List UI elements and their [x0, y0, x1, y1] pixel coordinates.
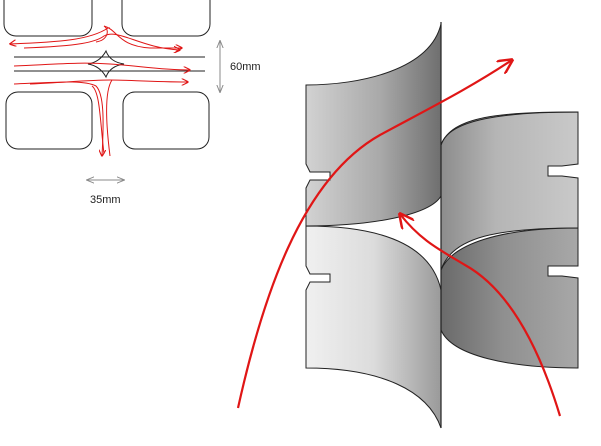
flow-arrow-icon [13, 81, 103, 156]
flow-arrow-icon [13, 62, 190, 70]
blade-left-lower [305, 225, 442, 429]
rotor-plan-icon [87, 49, 125, 79]
flow-arrow-icon [236, 60, 512, 409]
blade-left-upper [305, 23, 442, 227]
flow-arrow-icon [23, 33, 180, 50]
blade-rim [440, 111, 579, 146]
rotor-3d [305, 22, 579, 429]
quadrant-bottom-left [5, 91, 93, 150]
flow-lines-rotor [236, 60, 562, 417]
quadrant-top-left [3, 0, 93, 37]
flow-arrow-icon [400, 214, 562, 417]
blade-right-upper [440, 111, 579, 271]
flow-lines-top-view [9, 25, 190, 156]
top-view: 60mm 35mm [3, 0, 261, 206]
height-dimension-label: 60mm [230, 61, 261, 73]
width-dimension-label: 35mm [90, 194, 121, 206]
quadrant-top-right [121, 0, 211, 37]
blade-right-lower [440, 227, 579, 369]
quadrant-bottom-right [122, 91, 210, 150]
flow-arrow-icon [95, 25, 182, 48]
flow-arrow-icon [29, 80, 188, 84]
flow-arrow-icon [9, 28, 110, 45]
